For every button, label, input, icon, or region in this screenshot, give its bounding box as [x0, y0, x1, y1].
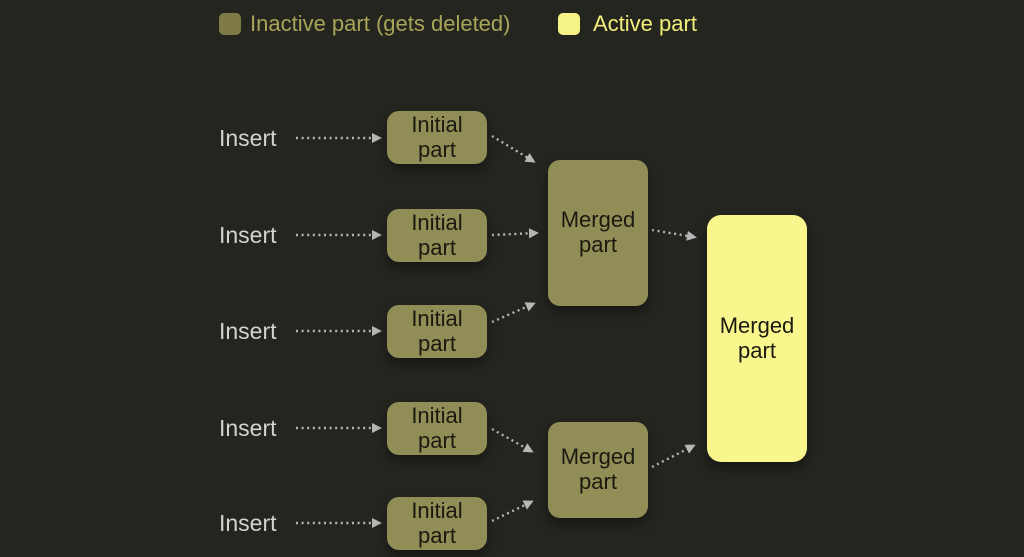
insert-label-1: Insert	[219, 125, 277, 151]
merged-part-box-bottom: Merged part	[548, 422, 648, 518]
initial-part-box-2: Initial part	[387, 209, 487, 262]
insert-label-3: Insert	[219, 318, 277, 344]
initial-part-box-5: Initial part	[387, 497, 487, 550]
initial-part-box-1: Initial part	[387, 111, 487, 164]
active-part-swatch-icon	[558, 13, 580, 35]
merge-arrow-top-to-final	[651, 228, 697, 241]
initial-part-box-3: Initial part	[387, 305, 487, 358]
insert-label-5: Insert	[219, 510, 277, 536]
merge-arrow-initial3	[491, 302, 536, 324]
inactive-part-swatch-icon	[219, 13, 241, 35]
inactive-part-legend-label: Inactive part (gets deleted)	[250, 11, 511, 36]
merged-part-box-top: Merged part	[548, 160, 648, 306]
merge-arrow-bottom-to-final	[651, 444, 696, 469]
initial-part-box-4: Initial part	[387, 402, 487, 455]
merge-arrow-initial4	[491, 427, 534, 453]
merge-arrow-initial2	[491, 228, 540, 239]
merge-arrow-initial5	[491, 500, 534, 523]
active-part-legend-label: Active part	[593, 11, 697, 36]
merge-arrow-initial1	[491, 134, 536, 163]
insert-label-4: Insert	[219, 415, 277, 441]
merged-part-box-final: Merged part	[707, 215, 807, 462]
insert-label-2: Insert	[219, 222, 277, 248]
